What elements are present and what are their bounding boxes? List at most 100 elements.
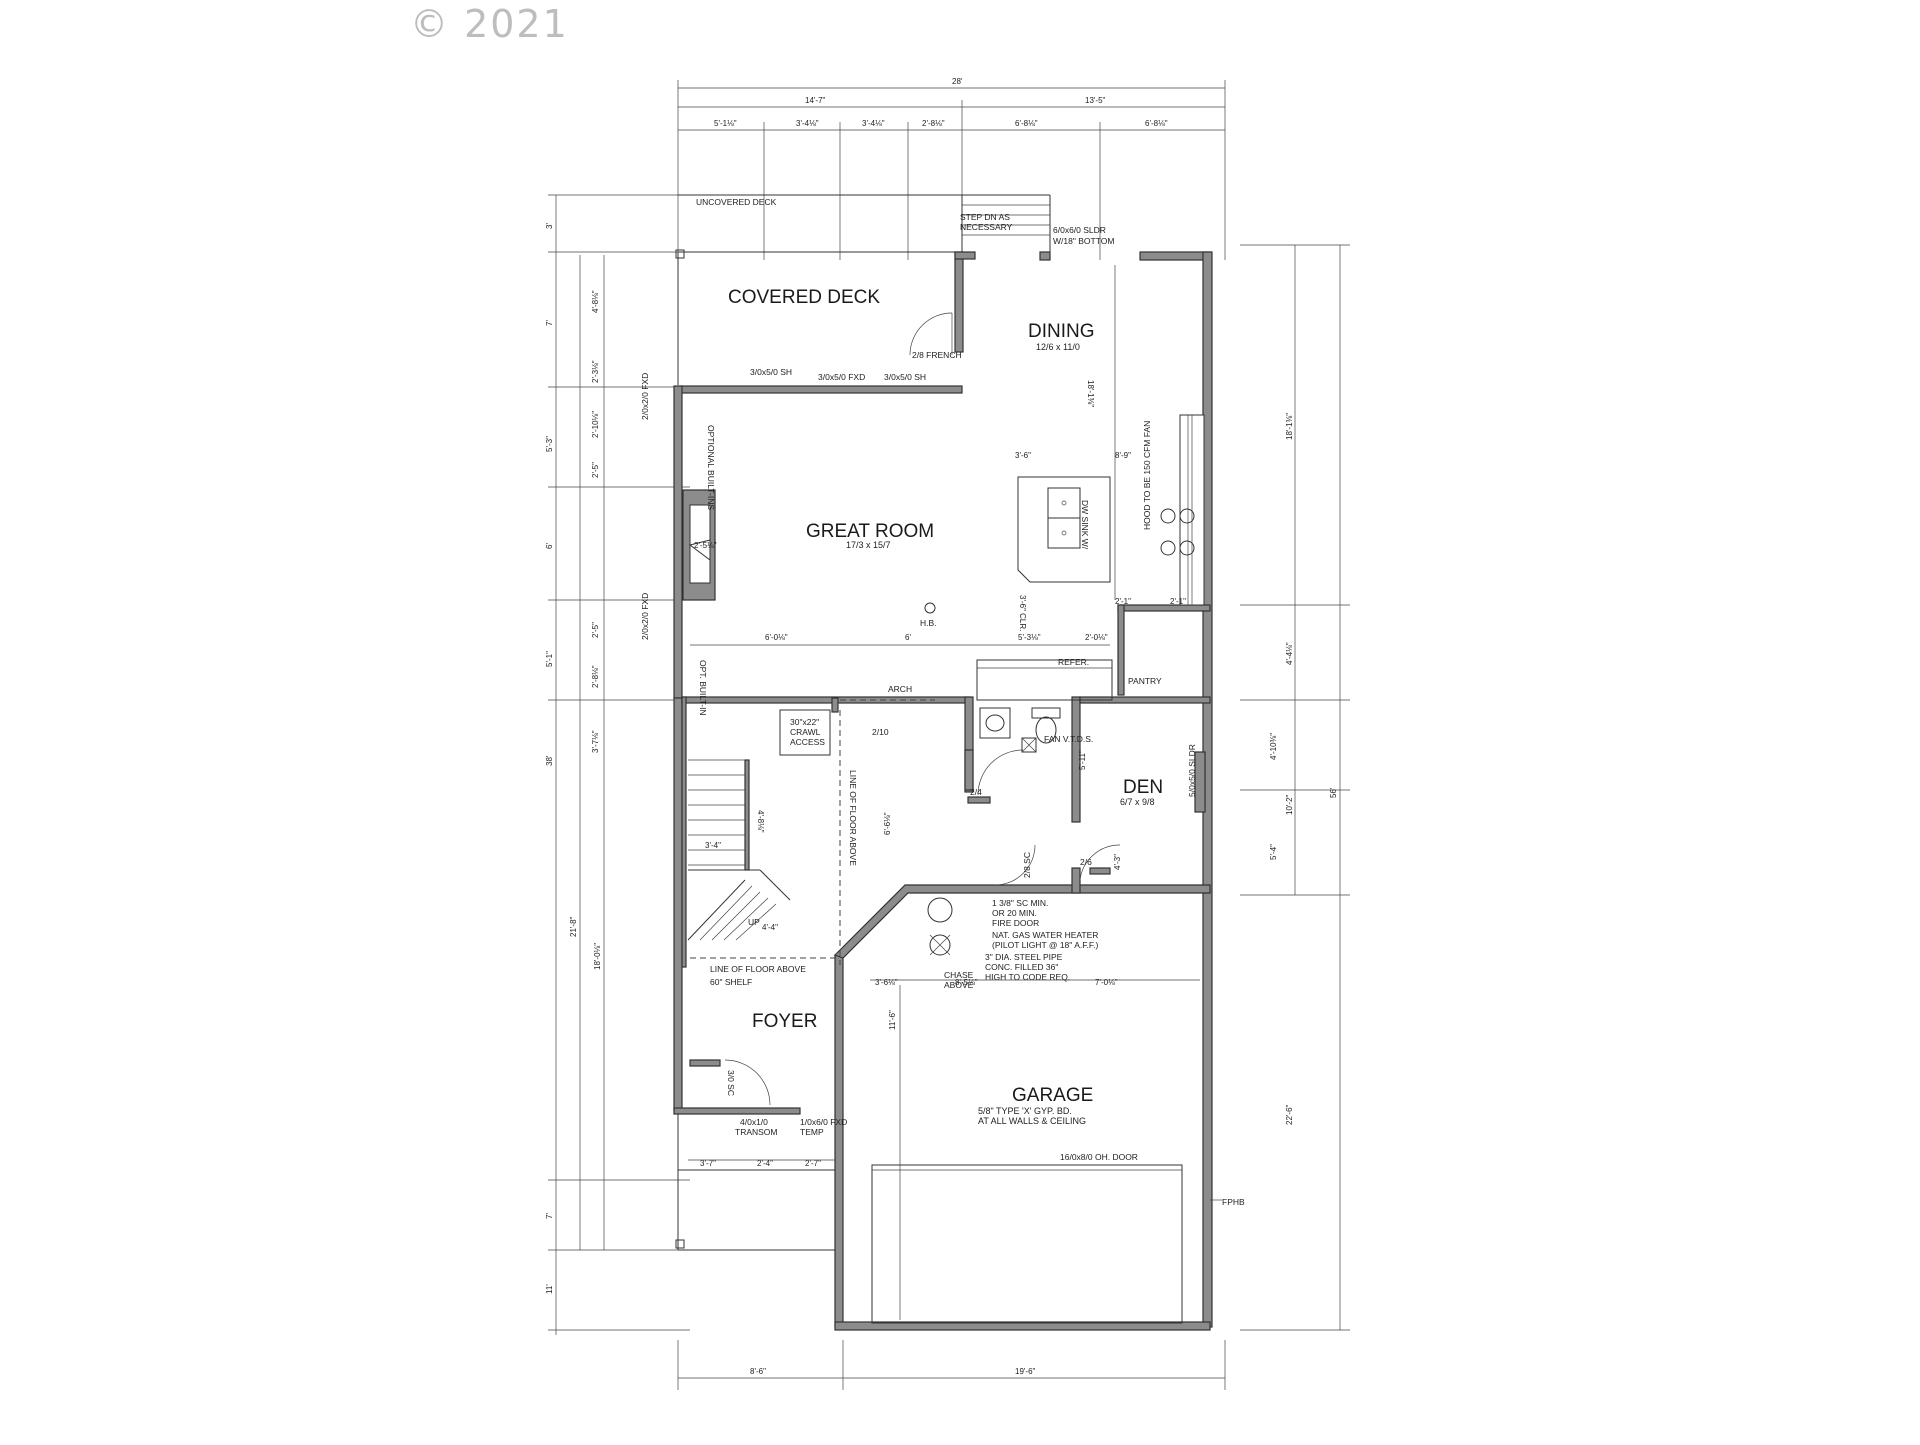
den-slider-label: 5/0x5/0 SLDR [1187,744,1197,797]
right-dimensions: 18'-1⅜" 56' 4'-4⅛" 4'-10⅜" 10'-2" 5'-4" … [1240,244,1350,1331]
dim-den: 5'-11" [1078,750,1087,770]
line-floor-above-v: LINE OF FLOOR ABOVE [848,770,858,866]
fire-door-label: FIRE DOOR [992,918,1039,928]
dim-great-room: 6'-0⅛" [765,633,788,642]
garage-note: 5/8" TYPE 'X' GYP. BD. [978,1106,1072,1116]
line-floor-above-label: LINE OF FLOOR ABOVE [710,964,806,974]
dim-left-inner: 21'-8" [569,916,578,937]
exterior-walls [673,251,1213,1331]
dim-dining: 18'-1⅜" [1086,380,1095,407]
hb-label: H.B. [920,618,937,628]
dim-left: 7' [545,1213,554,1219]
covered-deck: COVERED DECK 2/8 FRENCH 3/0x5/0 SH 3/0x5… [675,225,1114,385]
chase-label: ABOVE [944,980,974,990]
dim-bottom-right: 19'-6" [1015,1367,1036,1376]
dim-right: 18'-1⅜" [1285,413,1294,440]
foyer-label: FOYER [752,1011,817,1032]
chase-label: CHASE [944,970,974,980]
dim-foyer: 11'-6" [888,1010,897,1030]
garage-label: GARAGE [1012,1085,1093,1106]
crawl-label: ACCESS [790,737,825,747]
dining-room: DINING 12/6 x 11/0 18'-1⅜" [1028,265,1116,600]
dim-porch: 3'-7" [700,1159,716,1168]
transom-label: TRANSOM [735,1127,778,1137]
dim-top-seg: 3'-4⅛" [862,119,885,128]
window-label: 3/0x5/0 SH [750,367,792,377]
oh-door-label: 16/0x8/0 OH. DOOR [1060,1152,1138,1162]
great-room-label: GREAT ROOM [806,521,934,542]
dim-left-inner: 18'-0⅛" [593,943,602,970]
front-window-label: TEMP [800,1127,824,1137]
arch-label: ARCH [888,684,912,694]
kitchen: HOOD TO BE 150 CFM FAN DW SINK W/ 3'-6" … [920,414,1205,701]
dim-top-right: 13'-5" [1085,96,1106,105]
closet-door-label: 3/0 SC [726,1070,736,1096]
dim-right: 4'-10⅜" [1269,733,1278,760]
dim-stair: 6'-6⅛" [883,812,892,835]
hood-label: HOOD TO BE 150 CFM FAN [1142,421,1152,530]
mechanical-area: 1 3/8" SC MIN. OR 20 MIN. FIRE DOOR NAT.… [927,844,1098,990]
fire-door-label: 1 3/8" SC MIN. [992,898,1048,908]
dim-right: 10'-2" [1285,794,1294,815]
dim-great-room: 6' [905,633,911,642]
dim-top-seg: 2'-8⅛" [922,119,945,128]
dim-top-seg: 5'-1⅛" [714,119,737,128]
dim-great-room: 2'-1" [1170,597,1186,606]
dim-left: 5'-3" [545,436,554,452]
fire-door-label: OR 20 MIN. [992,908,1037,918]
garage: GARAGE 5/8" TYPE 'X' GYP. BD. AT ALL WAL… [870,978,1245,1324]
den-door-label: 2/6 [1080,857,1092,867]
dim-kitchen: 8'-9" [1115,451,1131,460]
dim-right: 4'-4⅛" [1285,642,1294,665]
dim-porch: 2'-7" [805,1159,821,1168]
stair-treads [687,759,791,941]
left-dimensions: 3' 7' 5'-3" 6' 5'-1" 38' 7' 11' 4'-8⅛" 2… [545,194,690,1335]
dim-top-total: 28' [952,77,963,86]
dim-right: 5'-4" [1269,844,1278,860]
dim-great-room: 2'-1" [1115,597,1131,606]
bath-door-label: 2/4 [970,787,982,797]
pipe-label: 3" DIA. STEEL PIPE [985,952,1063,962]
dining-label: DINING [1028,321,1095,342]
dim-stair: 3'-4" [705,841,721,850]
dim-left-inner: 2'-10⅛" [591,411,600,438]
window-label: 3/0x5/0 FXD [818,372,865,382]
dim-left: 5'-1" [545,651,554,667]
slider-label: W/18" BOTTOM [1053,236,1114,246]
powder-bath: FAN V.T.D.S. 2/4 2/10 [872,707,1093,797]
pipe-label: CONC. FILLED 36" [985,962,1058,972]
dim-stair: 4'-4" [762,923,778,932]
garage-door-label: 2/8 SC [1022,852,1032,878]
refer-label: REFER. [1058,657,1089,667]
dim-left-inner: 3'-7⅛" [591,730,600,753]
dim-garage: 8'-5⅛" [955,978,978,987]
den-label: DEN [1123,777,1163,798]
top-dimensions: 28' 14'-7" 13'-5" 5'-1⅛" 3'-4⅛" 3'-4⅛" 2… [677,77,1226,260]
uncovered-deck-label: UNCOVERED DECK [696,197,777,207]
great-room-size: 17/3 x 15/7 [846,540,891,550]
dim-great-room: 5'-3⅛" [1018,633,1041,642]
den: DEN 6/7 x 9/8 5/0x5/0 SLDR 5'-11" 4'-3" … [1078,744,1197,881]
dim-top-left: 14'-7" [805,96,826,105]
dim-left-inner: 4'-8⅛" [591,290,600,313]
dim-great-room: 2'-0⅛" [1085,633,1108,642]
pipe-label: HIGH TO CODE REQ. [985,972,1070,982]
fxd-window-top: 2/0x2/0 FXD [640,373,650,420]
shelf-label: 60" SHELF [710,977,752,987]
fphb-label: FPHB [1222,1197,1245,1207]
optional-builtins-label: OPTIONAL BUILT-INS [706,425,716,510]
opt-builtin-label: OPT. BUILT-IN [698,660,708,716]
dim-right: 22'-6" [1285,1104,1294,1125]
dim-garage: 3'-6⅛" [875,978,898,987]
transom-label: 4/0x1/0 [740,1117,768,1127]
den-size: 6/7 x 9/8 [1120,797,1155,807]
bottom-dimensions: 8'-6" 19'-6" [677,1340,1226,1390]
dim-left: 3' [545,223,554,229]
dim-left-inner: 2'-5" [591,462,600,478]
dim-left: 6' [545,543,554,549]
water-heater-label: NAT. GAS WATER HEATER [992,930,1098,940]
clear-dim: 3'-6" CLR. [1018,595,1027,631]
dim-stair: 4'-8⅛" [756,810,765,833]
